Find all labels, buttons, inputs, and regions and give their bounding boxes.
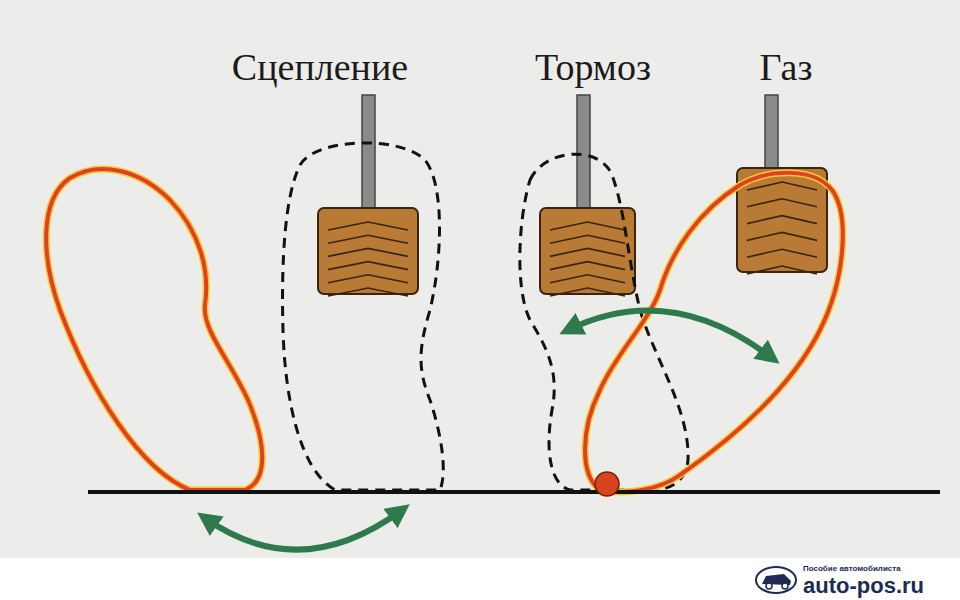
pad-tread — [328, 222, 408, 230]
brake-pedal — [540, 208, 635, 294]
pad-tread — [328, 288, 408, 296]
right-foot — [585, 173, 843, 492]
watermark-text: Пособие автомобилиста — [803, 565, 901, 573]
pad-tread — [550, 235, 625, 243]
pad-tread — [747, 232, 817, 240]
pad-tread — [747, 266, 817, 274]
pad-tread — [550, 262, 625, 270]
pad-tread — [550, 248, 625, 256]
pad-tread — [550, 222, 625, 230]
pad-tread — [747, 199, 817, 207]
brake-foot-outline — [520, 154, 688, 490]
pad-tread — [747, 216, 817, 224]
pedal-label: Тормоз — [535, 48, 651, 86]
gas-rod — [765, 95, 778, 173]
clutch-pedal — [318, 208, 418, 294]
pedal-label: Сцепление — [232, 48, 408, 86]
pad-tread — [747, 249, 817, 257]
pad-tread — [747, 182, 817, 190]
floor-line — [88, 490, 940, 494]
pedal-label: Газ — [760, 48, 813, 86]
pad-tread — [550, 288, 625, 296]
pad-tread — [550, 275, 625, 283]
clutch-foot-outline — [283, 143, 444, 490]
pad-tread — [328, 248, 408, 256]
pivot-arrow — [568, 310, 772, 358]
heel-pivot — [595, 472, 619, 496]
clutch-rod — [362, 95, 375, 213]
watermark-url: auto-pos.ru — [803, 575, 924, 597]
footer-band — [0, 558, 960, 600]
pad-tread — [328, 275, 408, 283]
move-arrow — [205, 510, 402, 550]
pad-tread — [328, 235, 408, 243]
logo-icon — [756, 567, 796, 593]
left-foot — [46, 169, 262, 490]
pad-tread — [328, 262, 408, 270]
